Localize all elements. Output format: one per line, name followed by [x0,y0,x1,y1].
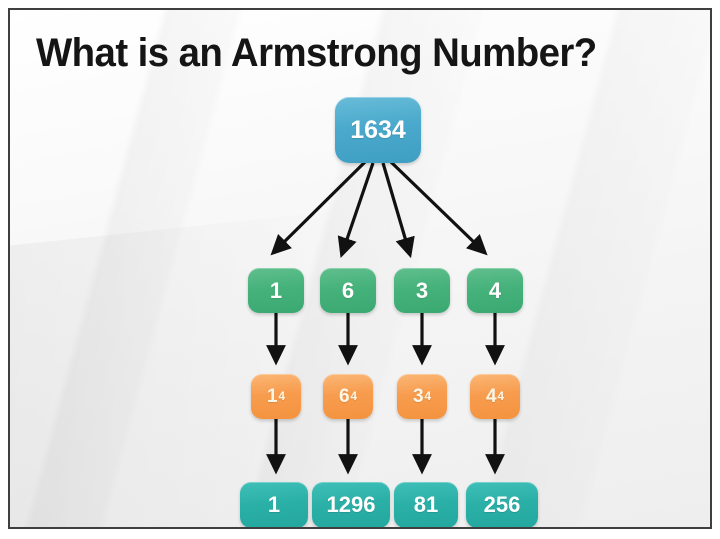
arrow-root-to-digit-1 [270,160,367,256]
digit-node-4-label: 4 [488,277,502,303]
power-node-4-base: 4 [485,385,497,407]
result-node-3[interactable]: 81 [394,482,458,527]
digit-node-2[interactable]: 6 [320,268,376,313]
result-node-2[interactable]: 1296 [312,482,390,527]
digit-node-4[interactable]: 4 [467,268,523,313]
power-node-3-base: 3 [412,385,424,407]
digit-node-1[interactable]: 1 [248,268,304,313]
arrow-root-to-digit-4 [389,160,488,256]
root-node-1634[interactable]: 1634 [335,97,421,163]
result-node-4-label: 256 [483,492,521,517]
page-title: What is an Armstrong Number? [36,31,597,75]
digit-node-2-label: 6 [341,277,355,303]
result-node-3-label: 81 [413,492,439,517]
result-node-1[interactable]: 1 [240,482,308,527]
power-node-1-base: 1 [266,385,278,407]
root-node-label: 1634 [350,115,406,144]
arrow-root-to-digit-3 [381,162,415,259]
digit-node-3-label: 3 [415,277,429,303]
result-node-1-label: 1 [267,492,281,517]
result-node-2-label: 1296 [326,492,376,517]
slide-frame: What is an Armstrong Number? [8,8,712,529]
digit-node-3[interactable]: 3 [394,268,450,313]
digit-node-1-label: 1 [269,277,283,303]
result-node-4[interactable]: 256 [466,482,538,527]
power-node-2-base: 6 [338,385,350,407]
arrow-root-to-digit-2 [337,162,375,258]
background-sweep [10,159,710,527]
